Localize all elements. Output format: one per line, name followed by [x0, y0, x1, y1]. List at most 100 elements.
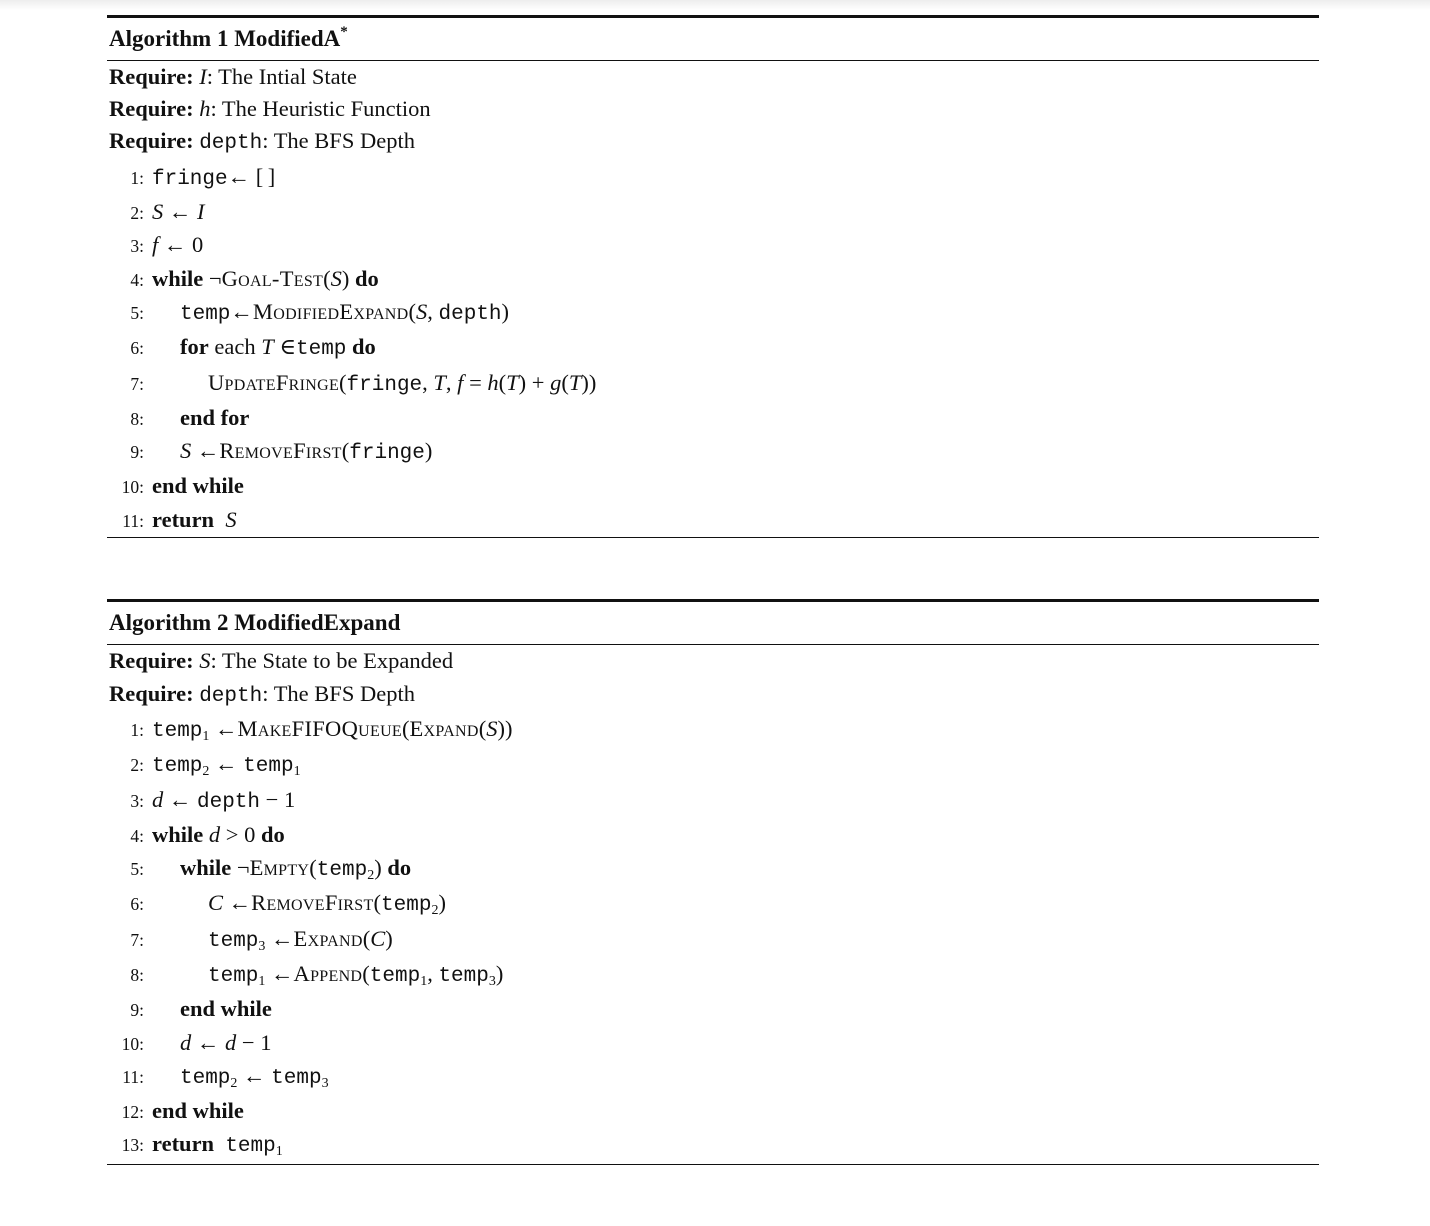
- code-text: temp: [180, 302, 231, 326]
- plain-text: =: [463, 369, 488, 395]
- math-variable: S: [180, 438, 192, 464]
- code-line: 13:return temp1: [107, 1128, 1319, 1163]
- line-content: d ← depth − 1: [152, 784, 295, 819]
- plain-text: ←: [209, 751, 244, 777]
- line-number: 8:: [130, 965, 144, 985]
- subscript-text: 2: [202, 764, 210, 780]
- code-text: temp: [316, 859, 368, 883]
- line-content: Require: h: The Heuristic Function: [109, 93, 431, 125]
- keyword-text: for: [180, 334, 209, 360]
- keyword-text: end while: [180, 996, 272, 1022]
- line-content: for each T ∈temp do: [152, 331, 376, 366]
- plain-text: ←: [237, 1062, 272, 1088]
- line-content: temp3 ←Expand(C): [152, 923, 393, 958]
- plain-text: (: [478, 715, 487, 741]
- math-variable: d: [225, 1029, 237, 1055]
- keyword-text: Require:: [109, 128, 200, 154]
- plain-text: ) +: [518, 369, 551, 395]
- line-content: fringe← [ ]: [152, 161, 275, 196]
- line-content: temp2 ← temp3: [152, 1060, 329, 1095]
- require-line: Require: h: The Heuristic Function: [107, 93, 1319, 125]
- line-content: UpdateFringe(fringe, T, f = h(T) + g(T)): [152, 367, 596, 402]
- line-number: 12:: [121, 1102, 144, 1123]
- plain-text: ¬: [231, 855, 250, 881]
- plain-text: (: [402, 715, 410, 741]
- line-content: Require: depth: The BFS Depth: [109, 125, 415, 160]
- plain-text: − 1: [236, 1029, 272, 1055]
- code-text: temp: [243, 755, 294, 779]
- plain-text: (: [408, 298, 417, 324]
- plain-text: ←: [191, 438, 220, 464]
- math-variable: C: [208, 890, 224, 916]
- code-text: depth: [199, 684, 263, 708]
- code-text: fringe: [152, 167, 228, 191]
- line-number: 4:: [130, 269, 144, 290]
- plain-text: ): [438, 890, 446, 916]
- plain-text: ): [374, 855, 388, 881]
- code-line: 12: end while: [107, 1095, 1319, 1128]
- algorithm-caption-rule: [107, 643, 1319, 646]
- plain-text: : The Intial State: [206, 63, 357, 89]
- plain-text: [214, 1131, 225, 1156]
- math-variable: g: [550, 369, 562, 395]
- line-content: end while: [152, 993, 272, 1025]
- math-variable: S: [330, 265, 342, 291]
- plain-text: (: [323, 265, 331, 291]
- keyword-text: Require:: [109, 96, 200, 122]
- plain-text: (: [373, 890, 382, 916]
- code-line: 1:temp1 ←MakeFIFOQueue(Expand(S)): [107, 713, 1319, 748]
- keyword-text: end for: [180, 404, 250, 430]
- code-line: 8:end for: [107, 402, 1319, 435]
- line-number: 2:: [130, 755, 144, 776]
- function-name: ModifiedExpand: [252, 298, 409, 324]
- code-line: 10:end while: [107, 470, 1319, 503]
- code-text: temp: [296, 338, 347, 362]
- plain-text: ,: [427, 298, 439, 324]
- plain-text: Algorithm 2 ModifiedExpand: [109, 609, 401, 635]
- plain-text: (: [561, 369, 569, 395]
- algorithm-title: Algorithm 2 ModifiedExpand: [107, 602, 1319, 644]
- math-variable: d: [180, 1029, 192, 1055]
- algorithm-top-rule: [107, 599, 1319, 602]
- plain-text: ): [424, 438, 433, 464]
- line-number: 1:: [130, 719, 144, 740]
- line-number: 3:: [130, 790, 144, 811]
- line-number: 5:: [130, 302, 144, 323]
- math-variable: f: [152, 232, 159, 258]
- function-name: Expand: [293, 925, 363, 951]
- keyword-text: do: [387, 855, 412, 881]
- math-variable: C: [370, 925, 386, 951]
- code-line: 10:d ← d − 1: [107, 1027, 1319, 1060]
- code-line: 5:temp←ModifiedExpand(S, depth): [107, 296, 1319, 331]
- math-variable: d: [152, 786, 164, 812]
- keyword-text: end while: [152, 1098, 244, 1124]
- top-scroll-shade: [0, 0, 1430, 10]
- keyword-text: Require:: [109, 648, 200, 674]
- plain-text: each: [208, 334, 262, 360]
- line-number: 9:: [130, 1000, 144, 1021]
- function-name: UpdateFringe: [208, 369, 340, 395]
- plain-text: ← [ ]: [227, 163, 276, 189]
- algorithm-bottom-rule: [107, 1163, 1319, 1166]
- algorithm-block: Algorithm 1 ModifiedA* Require: I: The I…: [107, 15, 1319, 539]
- function-name: RemoveFirst: [219, 438, 342, 464]
- code-text: temp: [152, 755, 203, 779]
- line-content: return S: [152, 504, 237, 536]
- plain-text: > 0: [220, 821, 261, 847]
- line-number: 4:: [130, 825, 144, 846]
- line-content: while ¬Empty(temp2) do: [152, 852, 411, 887]
- plain-text: (: [498, 369, 507, 395]
- code-line: 8:temp1 ←Append(temp1, temp3): [107, 958, 1319, 993]
- code-line: 4:while d > 0 do: [107, 819, 1319, 852]
- plain-text: ,: [445, 369, 458, 395]
- function-name: MakeFIFOQueue: [237, 715, 403, 741]
- math-variable: I: [197, 199, 205, 225]
- algorithm-top-rule: [107, 15, 1319, 18]
- plain-text: : The Heuristic Function: [210, 96, 431, 122]
- line-content: Require: S: The State to be Expanded: [109, 645, 453, 677]
- plain-text: Algorithm 1 ModifiedA: [109, 25, 341, 51]
- require-line: Require: depth: The BFS Depth: [107, 678, 1319, 713]
- code-line: 11:return S: [107, 504, 1319, 537]
- code-line: 3:f ← 0: [107, 229, 1319, 262]
- subscript-text: 2: [367, 868, 375, 884]
